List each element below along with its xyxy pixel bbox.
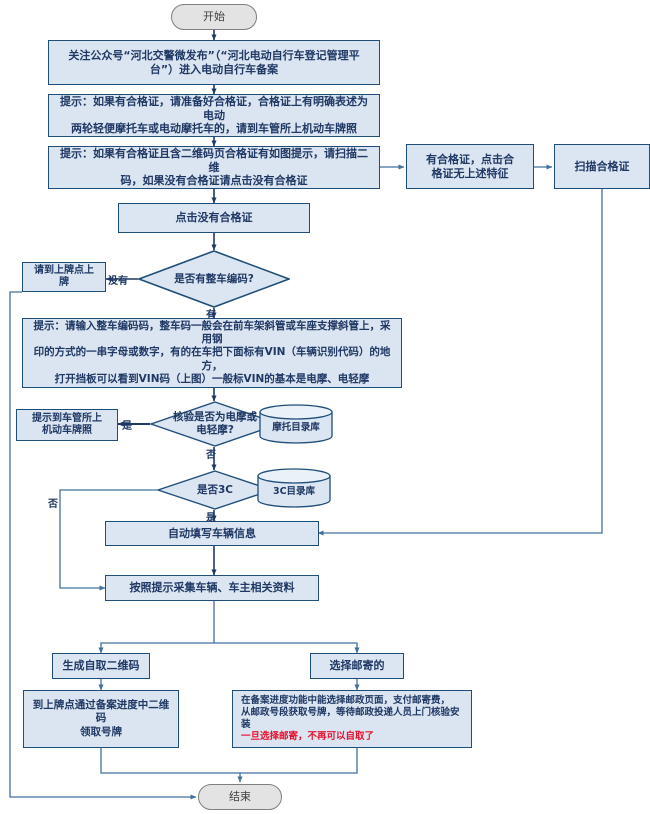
edge-label-3c-yes: 是 bbox=[206, 513, 216, 524]
node-end-label: 结束 bbox=[229, 790, 251, 804]
node-collect-info: 按照提示采集车辆、车主相关资料 bbox=[105, 575, 319, 601]
node-mail-detail: 在备案进度功能中能选择邮政页面，支付邮寄费， 从邮政号段获取号牌，等待邮政投递人… bbox=[232, 690, 472, 748]
node-pickup-at-point-text: 到上牌点通过备案进度中二维码 领取号牌 bbox=[32, 699, 170, 738]
node-tip-certificate-text: 提示：如果有合格证，请准备好合格证，合格证上有明确表述为电动 两轮轻便摩托车或电… bbox=[60, 94, 368, 136]
node-auto-fill-text: 自动填写车辆信息 bbox=[168, 526, 256, 540]
edge-label-no-code: 没有 bbox=[108, 276, 128, 287]
node-decision-vehicle-code-label: 是否有整车编码? bbox=[174, 272, 254, 285]
node-gen-pickup-qr-text: 生成自取二维码 bbox=[62, 659, 140, 673]
node-start: 开始 bbox=[171, 4, 257, 30]
node-tip-go-vehicle-admin-text: 提示到车管所上 机动车牌照 bbox=[32, 412, 102, 437]
node-tip-vin-text: 提示：请输入整车编码码，整车码一般会在前车架斜管或车座支撑斜管上，采用钢 印的方… bbox=[33, 320, 391, 385]
edge-label-has-code: 有 bbox=[206, 310, 216, 321]
node-go-plate-point: 请到上牌点上 牌 bbox=[22, 262, 106, 292]
node-has-cert-click: 有合格证，点击合 格证无上述特征 bbox=[406, 144, 534, 189]
node-decision-vehicle-code: 是否有整车编码? bbox=[138, 250, 290, 308]
node-start-label: 开始 bbox=[203, 10, 225, 24]
node-auto-fill: 自动填写车辆信息 bbox=[105, 521, 319, 546]
edge-label-moto-no: 否 bbox=[206, 450, 216, 461]
database-cylinder-icon bbox=[257, 468, 331, 508]
node-go-plate-point-text: 请到上牌点上 牌 bbox=[34, 264, 94, 289]
node-gen-pickup-qr: 生成自取二维码 bbox=[52, 653, 150, 679]
node-choose-mail-text: 选择邮寄的 bbox=[329, 659, 385, 673]
node-end: 结束 bbox=[198, 784, 282, 810]
node-mail-detail-warning: 一旦选择邮寄，不再可以自取了 bbox=[241, 730, 375, 742]
node-collect-info-text: 按照提示采集车辆、车主相关资料 bbox=[129, 581, 295, 595]
node-tip-certificate: 提示：如果有合格证，请准备好合格证，合格证上有明确表述为电动 两轮轻便摩托车或电… bbox=[48, 94, 380, 137]
node-mail-detail-text: 在备案进度功能中能选择邮政页面，支付邮寄费， 从邮政号段获取号牌，等待邮政投递人… bbox=[239, 695, 465, 743]
node-db-3c-label: 3C目录库 bbox=[272, 486, 316, 498]
node-decision-3c-label: 是否3C bbox=[196, 483, 233, 496]
edge-label-3c-no: 否 bbox=[48, 499, 58, 510]
node-click-no-cert: 点击没有合格证 bbox=[118, 203, 310, 233]
edge-label-moto-yes: 是 bbox=[122, 421, 132, 432]
node-pickup-at-point: 到上牌点通过备案进度中二维码 领取号牌 bbox=[23, 690, 179, 748]
database-cylinder-icon bbox=[259, 404, 333, 444]
node-follow-account-text: 关注公众号“河北交警微发布”（“河北电动自行车登记管理平 台”）进入电动自行车备… bbox=[68, 48, 360, 76]
node-has-cert-click-text: 有合格证，点击合 格证无上述特征 bbox=[426, 152, 514, 180]
node-tip-go-vehicle-admin: 提示到车管所上 机动车牌照 bbox=[16, 409, 118, 441]
node-db-moto: 摩托目录库 bbox=[258, 404, 334, 444]
node-follow-account: 关注公众号“河北交警微发布”（“河北电动自行车登记管理平 台”）进入电动自行车备… bbox=[48, 40, 380, 85]
node-scan-cert: 扫描合格证 bbox=[554, 144, 650, 189]
node-scan-cert-text: 扫描合格证 bbox=[574, 159, 630, 173]
node-click-no-cert-text: 点击没有合格证 bbox=[175, 211, 253, 225]
node-choose-mail: 选择邮寄的 bbox=[310, 653, 404, 679]
node-tip-vin: 提示：请输入整车编码码，整车码一般会在前车架斜管或车座支撑斜管上，采用钢 印的方… bbox=[22, 318, 402, 388]
node-db-moto-label: 摩托目录库 bbox=[272, 422, 320, 434]
node-db-3c: 3C目录库 bbox=[256, 468, 332, 508]
node-tip-qrcode-text: 提示：如果有合格证且含二维码页合格证有如图提示，请扫描二维 码，如果没有合格证请… bbox=[60, 146, 368, 188]
node-tip-qrcode: 提示：如果有合格证且含二维码页合格证有如图提示，请扫描二维 码，如果没有合格证请… bbox=[48, 146, 380, 189]
